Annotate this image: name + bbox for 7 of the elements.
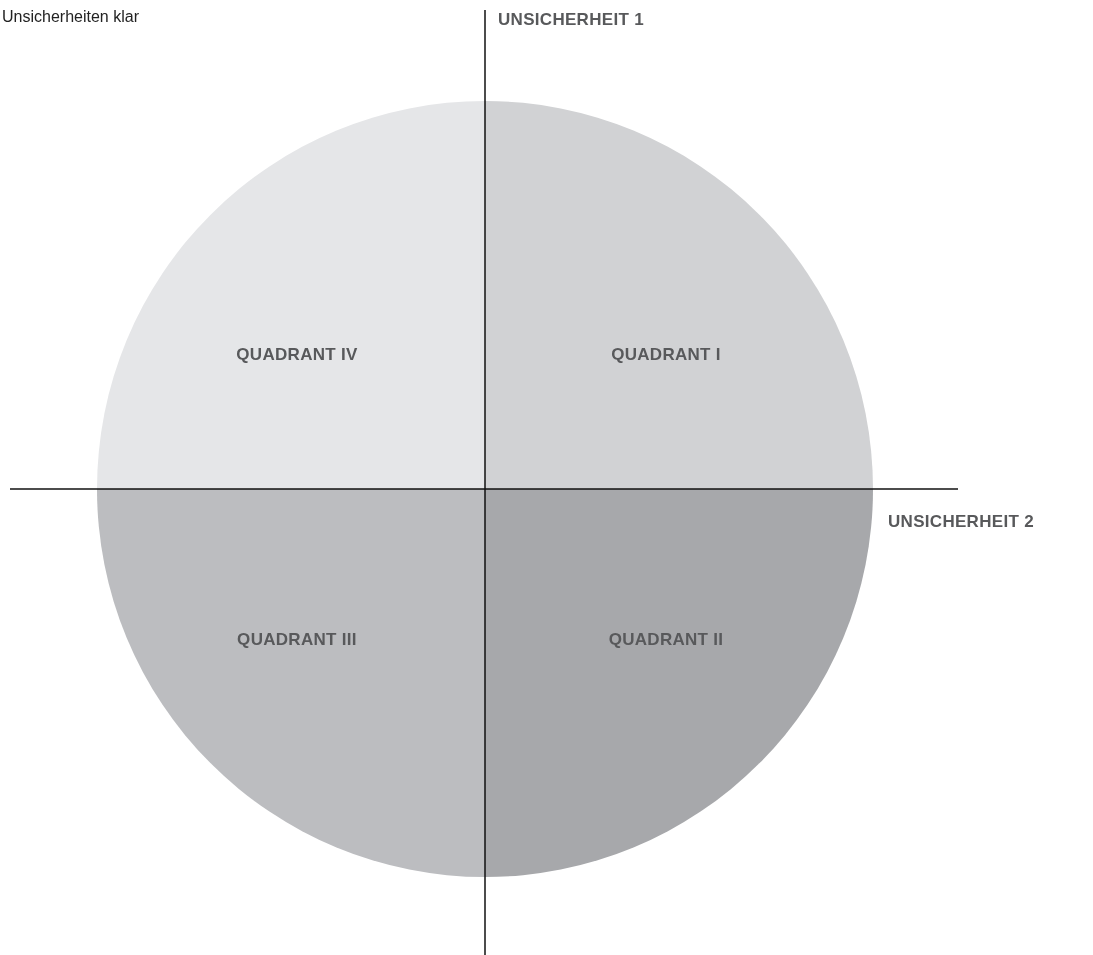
axis-title: UNSICHERHEIT 2 bbox=[888, 512, 1034, 532]
quadrant-label: QUADRANT II bbox=[608, 630, 724, 650]
quadrant-label: QUADRANT I bbox=[611, 345, 721, 365]
quadrant-label: QUADRANT IV bbox=[236, 345, 358, 365]
note-text: Unsicherheiten klar bbox=[2, 8, 139, 26]
quadrant-label: QUADRANT III bbox=[237, 630, 357, 650]
axis-title: UNSICHERHEIT 1 bbox=[498, 10, 644, 30]
